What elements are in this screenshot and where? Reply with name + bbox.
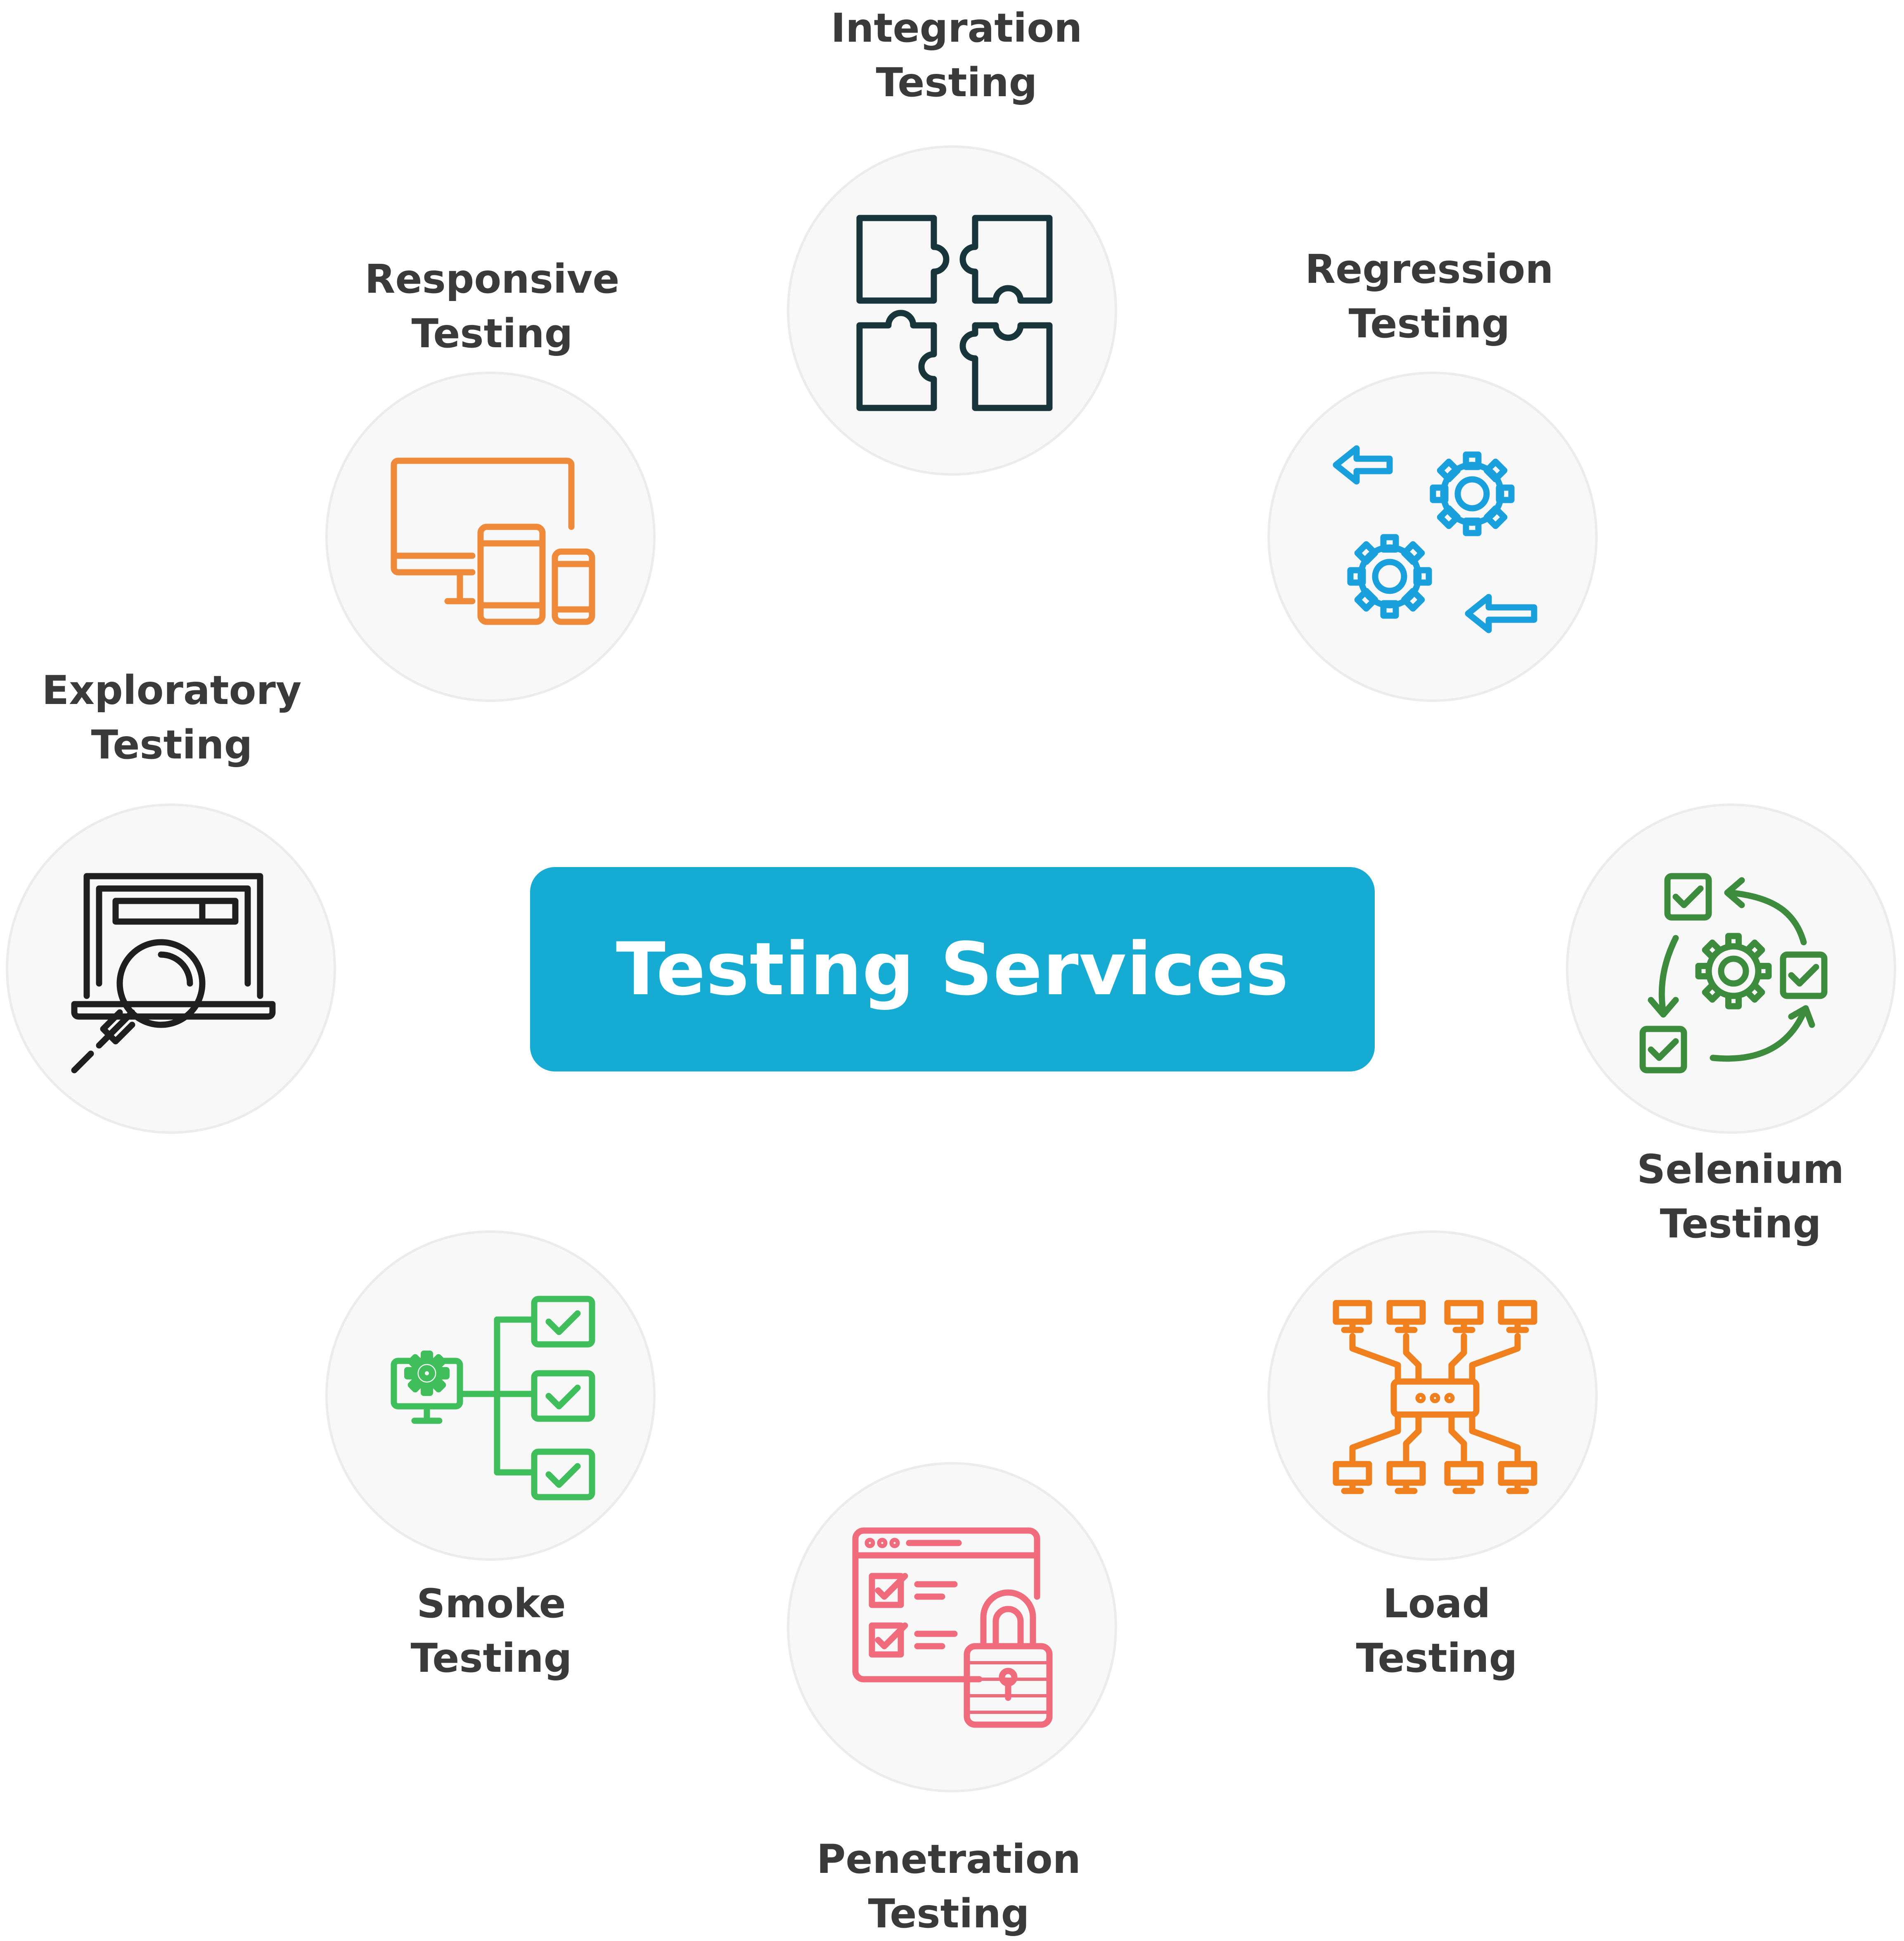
load-label: Load Testing — [1272, 1576, 1602, 1685]
monitor-checklist-icon — [391, 1296, 595, 1500]
selenium-label: Selenium Testing — [1575, 1142, 1904, 1251]
secure-checklist-icon — [852, 1527, 1053, 1728]
integration-node — [787, 145, 1117, 476]
center-box: Testing Services — [530, 867, 1375, 1071]
automation-cycle-icon — [1639, 873, 1828, 1074]
regression-label-line1: Regression — [1305, 246, 1554, 292]
selenium-label-line1: Selenium — [1637, 1146, 1844, 1192]
load-node — [1267, 1230, 1598, 1561]
selenium-label-line2: Testing — [1660, 1201, 1821, 1247]
penetration-label: Penetration Testing — [784, 1832, 1114, 1941]
integration-label-line2: Testing — [876, 59, 1037, 106]
selenium-node — [1566, 803, 1896, 1134]
penetration-node — [787, 1462, 1117, 1792]
regression-label-line2: Testing — [1348, 301, 1510, 347]
smoke-node — [325, 1230, 656, 1561]
devices-icon — [391, 457, 595, 625]
center-title: Testing Services — [616, 927, 1289, 1012]
laptop-magnifier-icon — [71, 873, 276, 1074]
integration-label: Integration Testing — [791, 1, 1122, 110]
exploratory-label-line2: Testing — [91, 722, 253, 768]
penetration-label-line2: Testing — [868, 1891, 1030, 1937]
network-hub-icon — [1333, 1300, 1537, 1494]
responsive-node — [325, 372, 656, 702]
regression-node — [1267, 372, 1598, 702]
smoke-label-line1: Smoke — [417, 1581, 566, 1627]
responsive-label: Responsive Testing — [327, 252, 657, 361]
regression-label: Regression Testing — [1264, 242, 1594, 351]
exploratory-node — [6, 803, 336, 1134]
exploratory-label-line1: Exploratory — [42, 667, 302, 713]
smoke-label: Smoke Testing — [326, 1576, 656, 1685]
load-label-line1: Load — [1383, 1581, 1491, 1627]
exploratory-label: Exploratory Testing — [7, 663, 337, 772]
load-label-line2: Testing — [1356, 1635, 1518, 1681]
penetration-label-line1: Penetration — [816, 1836, 1081, 1882]
gears-arrows-icon — [1333, 445, 1537, 633]
integration-label-line1: Integration — [831, 5, 1082, 51]
responsive-label-line2: Testing — [411, 310, 573, 357]
smoke-label-line2: Testing — [410, 1635, 572, 1681]
responsive-label-line1: Responsive — [365, 256, 620, 302]
puzzle-icon — [856, 215, 1053, 411]
